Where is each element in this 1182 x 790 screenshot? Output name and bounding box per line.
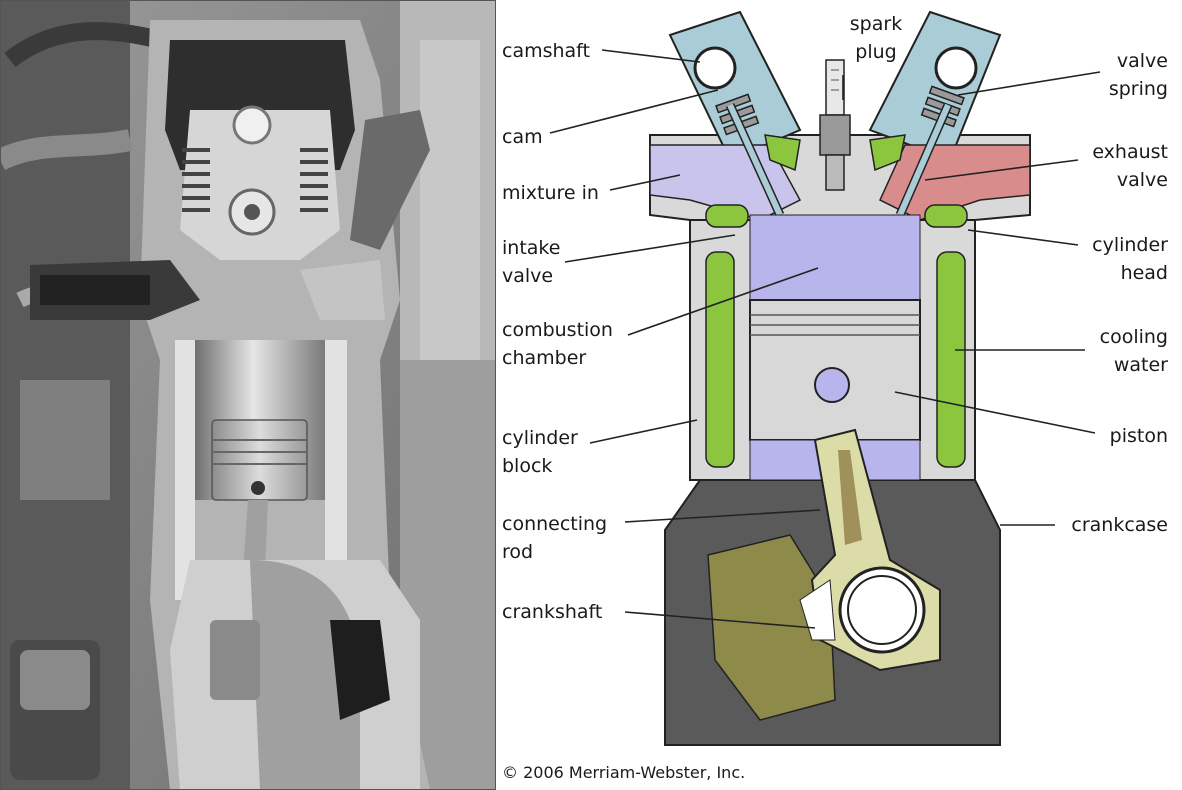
engine-cutaway-photo [0,0,496,790]
label-connecting-rod-line1: connecting [502,513,607,535]
leader-lines [549,49,1101,629]
label-camshaft: camshaft [502,40,590,62]
intake-cam-housing [668,10,802,162]
label-cylinder-head-line2: head [1121,262,1168,284]
label-combustion-chamber-line1: combustion [502,319,613,341]
label-combustion-chamber-line2: chamber [502,347,586,369]
label-crankcase: crankcase [1071,514,1168,536]
label-piston: piston [1110,425,1168,447]
label-spark-plug-line2: plug [855,41,896,63]
label-valve-spring-line2: spring [1109,78,1168,100]
label-valve-spring-line1: valve [1117,50,1168,72]
copyright-notice: © 2006 Merriam-Webster, Inc. [502,763,745,782]
label-cylinder-block-line2: block [502,455,552,477]
label-exhaust-valve-line1: exhaust [1092,141,1168,163]
label-connecting-rod-line2: rod [502,541,533,563]
label-intake-valve-line1: intake [502,237,560,259]
spark-plug [819,59,851,191]
label-exhaust-valve-line2: valve [1117,169,1168,191]
combustion-chamber [749,214,921,301]
label-crankshaft: crankshaft [502,601,602,623]
label-cylinder-block-line1: cylinder [502,427,578,449]
label-mixture-in: mixture in [502,182,599,204]
label-cooling-water-line1: cooling [1100,326,1168,348]
crank-counterweight [707,534,836,721]
label-intake-valve-line2: valve [502,265,553,287]
label-spark-plug-line1: spark [850,13,902,35]
label-cylinder-head-line1: cylinder [1092,234,1168,256]
label-cooling-water-line2: water [1114,354,1168,376]
label-cam: cam [502,126,543,148]
